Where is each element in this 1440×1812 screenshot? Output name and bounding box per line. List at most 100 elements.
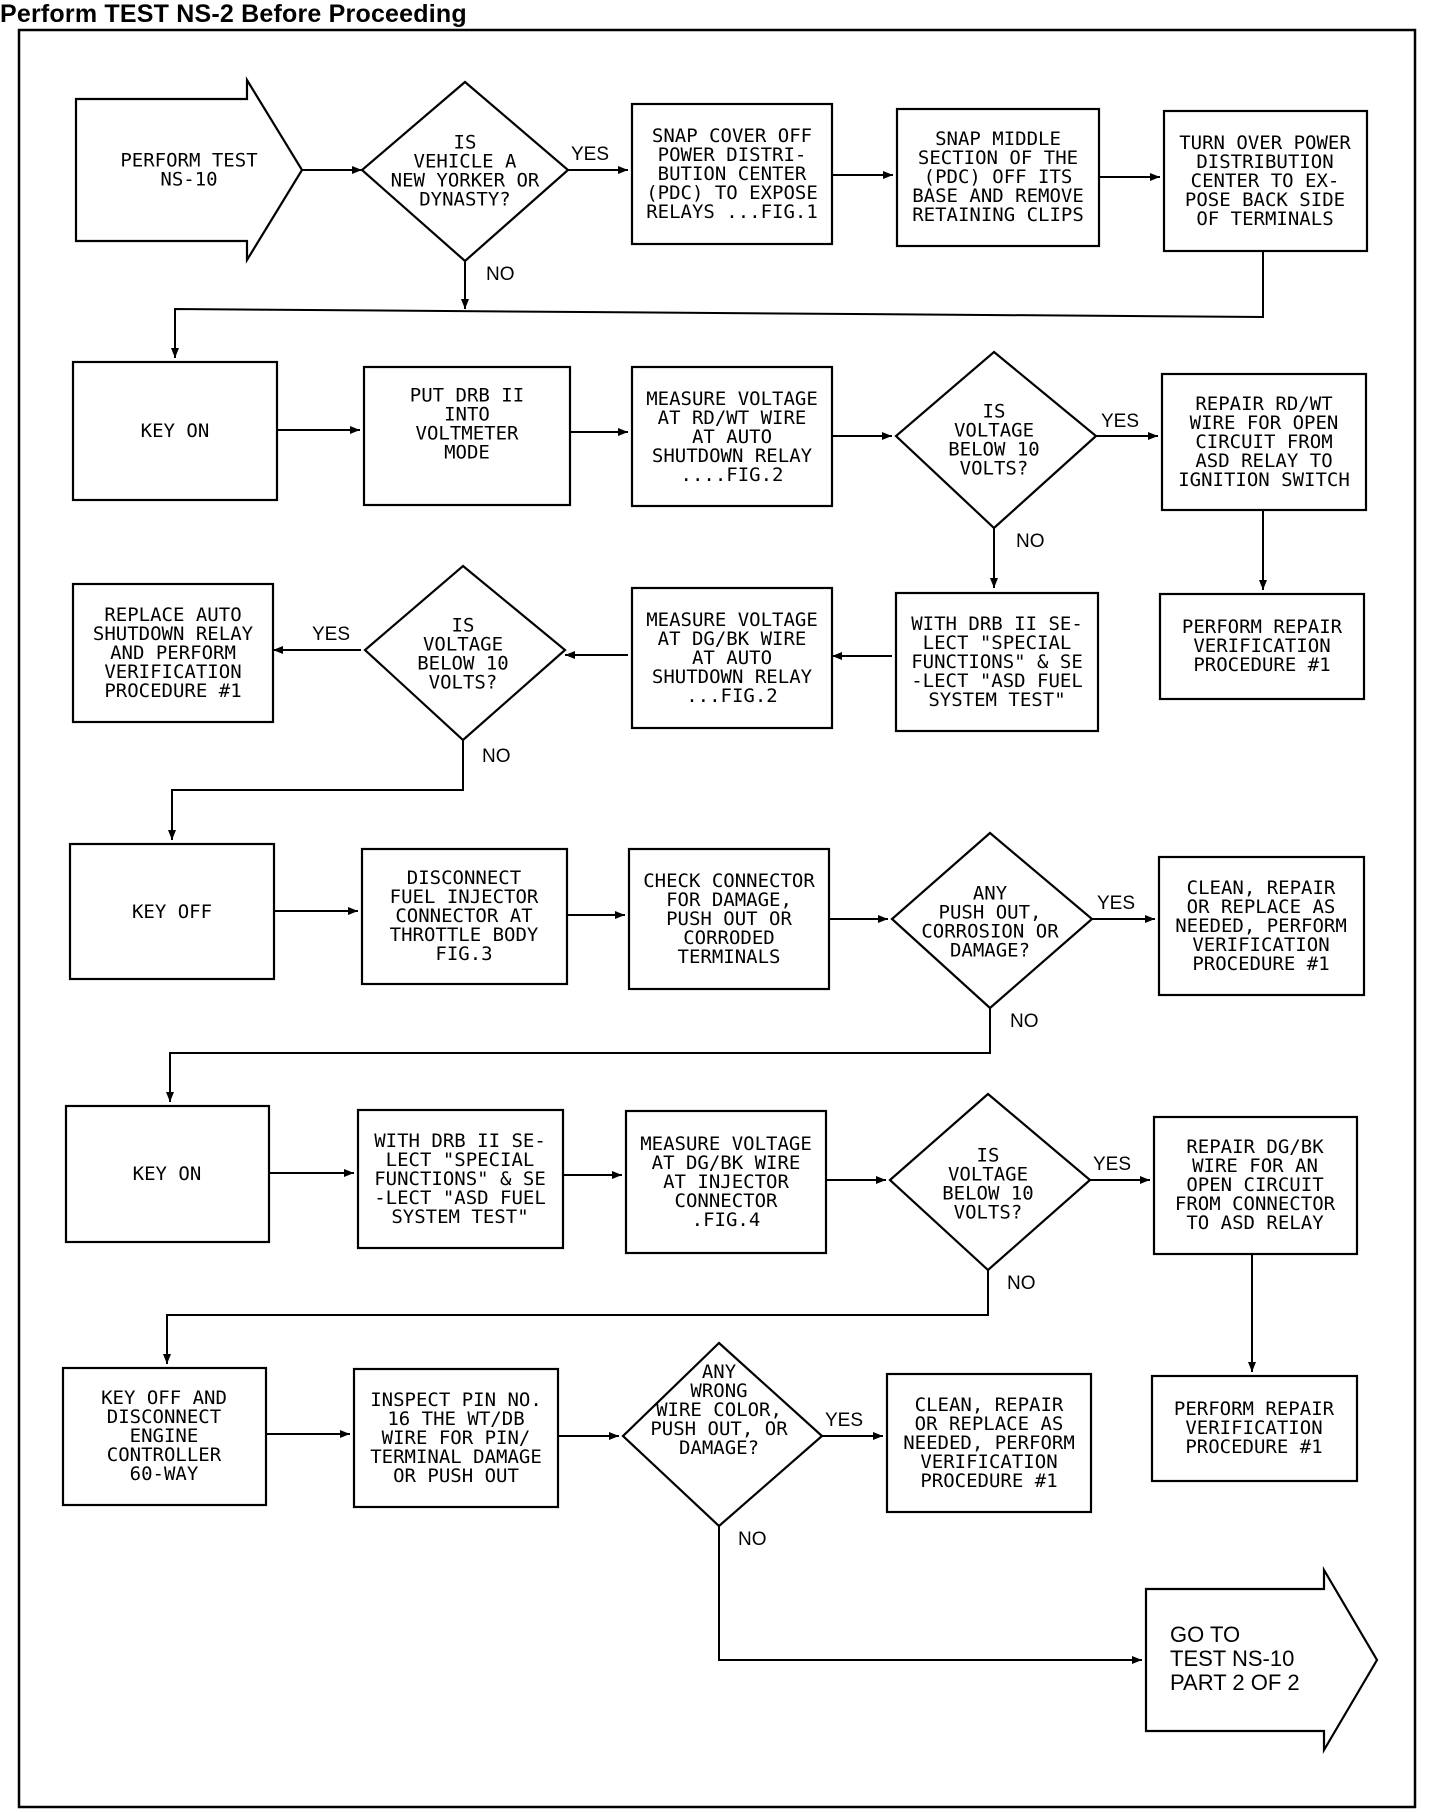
node-label-line: AT AUTO	[692, 426, 772, 448]
node-label-line: RELAYS ...FIG.1	[646, 201, 818, 223]
measure-dgbk-inj-box	[624, 1109, 828, 1255]
node-label-line: SHUTDOWN RELAY	[93, 623, 254, 645]
node-label-line: KEY ON	[133, 1163, 202, 1185]
edge-label-q5-yes: YES	[1093, 1154, 1131, 1175]
node-label-line: LECT "SPECIAL	[923, 632, 1072, 654]
node-label-line: IS	[452, 615, 475, 637]
edge-label-q3-yes: YES	[312, 624, 350, 645]
edge-label-q2-yes: YES	[1101, 411, 1139, 432]
node-label-line: ENGINE	[130, 1425, 199, 1447]
node-label-line: VOLTS?	[954, 1202, 1023, 1224]
node-label-line: ANY	[973, 883, 1008, 905]
node-label-line: WIRE FOR OPEN	[1190, 412, 1339, 434]
inspect-pin-box	[352, 1367, 560, 1509]
edge-label-q6-no: NO	[738, 1529, 767, 1550]
node-label-line: SECTION OF THE	[918, 147, 1078, 169]
key-on-1-box	[71, 360, 279, 502]
node-label-line: SNAP COVER OFF	[652, 125, 812, 147]
node-label-line: 60-WAY	[130, 1463, 199, 1485]
edge-label-q1-no: NO	[486, 264, 515, 285]
node-label-line: LECT "SPECIAL	[386, 1149, 535, 1171]
start-arrow-shape	[74, 76, 304, 264]
node-label-line: NS-10	[160, 169, 217, 191]
node-label-line: RETAINING CLIPS	[912, 204, 1084, 226]
node-label-line: IGNITION SWITCH	[1178, 469, 1350, 491]
node-label-line: SYSTEM TEST"	[928, 689, 1065, 711]
node-label-line: PROCEDURE #1	[1193, 654, 1330, 676]
node-label-line: CORROSION OR	[921, 921, 1059, 943]
node-label-line: NEW YORKER OR	[391, 170, 540, 192]
node-label-line: FOR DAMAGE,	[666, 889, 792, 911]
node-label-line: (PDC) TO EXPOSE	[646, 182, 818, 204]
goto-arrow-shape	[1144, 1565, 1379, 1755]
node-label-line: MODE	[444, 442, 490, 464]
node-label-key-on-2: KEY ON	[133, 1163, 202, 1185]
node-label-line: DYNASTY?	[419, 189, 511, 211]
node-label-line: CIRCUIT FROM	[1195, 431, 1332, 453]
key-off-1-box	[68, 842, 276, 981]
edge-label-q5-no: NO	[1007, 1273, 1036, 1294]
node-label-line: SHUTDOWN RELAY	[652, 445, 813, 467]
node-label-line: NEEDED, PERFORM	[1175, 915, 1347, 937]
shapes	[61, 76, 1379, 1755]
node-label-line: .FIG.4	[692, 1209, 761, 1231]
decision-q2-shape	[894, 350, 1098, 530]
node-label-line: BELOW 10	[942, 1183, 1034, 1205]
node-label-key-off-1: KEY OFF	[132, 901, 212, 923]
node-label-line: REPAIR DG/BK	[1186, 1136, 1324, 1158]
node-label-line: VOLTAGE	[423, 634, 503, 656]
node-label-line: AT DG/BK WIRE	[652, 1152, 801, 1174]
connectors	[163, 166, 1267, 1664]
node-label-line: -LECT "ASD FUEL	[911, 670, 1083, 692]
node-label-line: DISCONNECT	[107, 1406, 221, 1428]
node-label-line: CONTROLLER	[107, 1444, 222, 1466]
decision-q1-shape	[360, 80, 570, 263]
node-label-line: VERIFICATION	[104, 661, 241, 683]
decision-q5-shape	[888, 1092, 1092, 1272]
edge-label-q4-no: NO	[1010, 1011, 1039, 1032]
node-label-line: CONNECTOR	[675, 1190, 779, 1212]
node-label-line: NEEDED, PERFORM	[903, 1432, 1075, 1454]
node-label-line: FUNCTIONS" & SE	[911, 651, 1083, 673]
decision-q6-shape	[621, 1341, 824, 1528]
node-label-line: THROTTLE BODY	[390, 924, 539, 946]
node-label-line: CLEAN, REPAIR	[915, 1394, 1064, 1416]
node-label-line: DISTRIBUTION	[1196, 151, 1333, 173]
node-label-line: CENTER TO EX-	[1191, 170, 1340, 192]
node-label-key-on-1: KEY ON	[141, 420, 210, 442]
key-off-disconnect-box	[61, 1366, 268, 1507]
node-label-line: VERIFICATION	[920, 1451, 1057, 1473]
node-label-line: WIRE FOR PIN/	[382, 1427, 531, 1449]
node-label-line: OR REPLACE AS	[915, 1413, 1064, 1435]
edge-labels: YES NO YES NO YES NO YES NO YES NO YES N…	[312, 144, 1139, 1550]
node-label-line: AT RD/WT WIRE	[658, 407, 807, 429]
node-label-line: OF TERMINALS	[1196, 208, 1333, 230]
repair-rdwt-box	[1160, 372, 1368, 512]
node-label-line: (PDC) OFF ITS	[924, 166, 1073, 188]
node-label-line: FUNCTIONS" & SE	[374, 1168, 546, 1190]
node-label-line: ANY	[702, 1361, 737, 1383]
node-label-line: IS	[977, 1145, 1000, 1167]
line-q4-no	[166, 1008, 991, 1102]
node-label-line: ...FIG.2	[686, 685, 778, 707]
node-label-line: PROCEDURE #1	[104, 680, 241, 702]
node-label-line: MEASURE VOLTAGE	[646, 609, 818, 631]
key-on-2-box	[64, 1104, 271, 1244]
